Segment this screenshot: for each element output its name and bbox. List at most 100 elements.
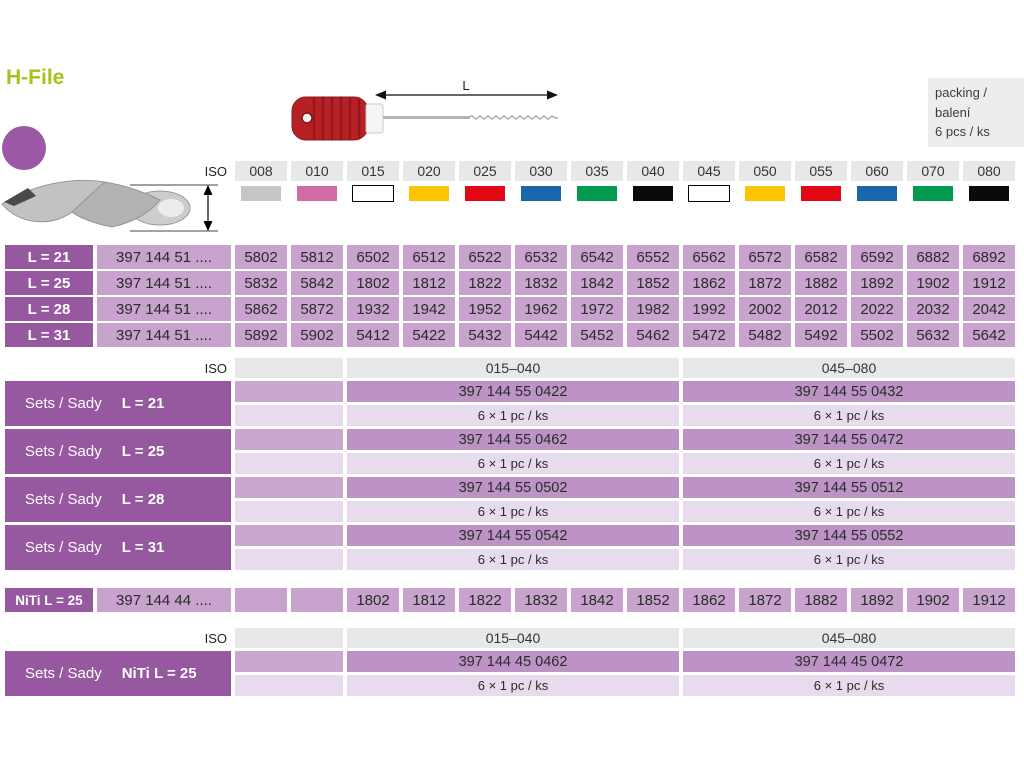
order-code: 5492 [795, 323, 847, 347]
set-filler [235, 651, 343, 672]
order-code: 1902 [907, 588, 959, 612]
iso-range-015-040: 015–040 [347, 628, 679, 648]
iso-size-header-row: ISO 008 010 015 020 025 030 035 040 045 … [5, 161, 1015, 181]
iso-size: 040 [627, 161, 679, 181]
set-length-label: L = 21 [121, 395, 165, 412]
order-code: 6502 [347, 245, 399, 269]
iso-size: 010 [291, 161, 343, 181]
sets-table: Sets / Sady L = 21 397 144 55 0422 397 1… [5, 381, 1015, 570]
size-color-swatch [352, 184, 394, 202]
set-filler [235, 477, 343, 498]
size-color-swatch [297, 185, 337, 201]
set-label: Sets / Sady [25, 539, 102, 556]
set-order-code: 397 144 55 0552 [683, 525, 1015, 546]
order-code: 5812 [291, 245, 343, 269]
iso-size: 025 [459, 161, 511, 181]
order-code: 1982 [627, 297, 679, 321]
set-packaging: 6 × 1 pc / ks [683, 453, 1015, 474]
size-color-swatch [409, 185, 449, 201]
iso-size: 035 [571, 161, 623, 181]
packing-quantity: 6 pcs / ks [935, 124, 990, 139]
set-length-label: L = 28 [121, 491, 165, 508]
set-packaging: 6 × 1 pc / ks [347, 675, 679, 696]
order-code: 1832 [515, 588, 567, 612]
set-packaging: 6 × 1 pc / ks [683, 405, 1015, 426]
order-code: 5502 [851, 323, 903, 347]
packing-info-box: packing / balení 6 pcs / ks [928, 78, 1024, 147]
size-color-swatch [241, 185, 281, 201]
length-label: L [462, 80, 469, 93]
set-length-label: L = 31 [121, 539, 165, 556]
set-filler [235, 405, 343, 426]
order-code: 2042 [963, 297, 1015, 321]
set-order-code: 397 144 45 0462 [347, 651, 679, 672]
arrowhead-left-icon [375, 90, 386, 100]
size-color-swatch [465, 185, 505, 201]
order-code: 6532 [515, 245, 567, 269]
order-code: 5892 [235, 323, 287, 347]
iso-size: 015 [347, 161, 399, 181]
order-code: 5832 [235, 271, 287, 295]
iso-size: 050 [739, 161, 791, 181]
order-code: 6882 [907, 245, 959, 269]
set-length-label: L = 25 [121, 443, 165, 460]
order-code: 6592 [851, 245, 903, 269]
file-tip-illustration [1, 179, 218, 232]
size-color-swatch [633, 185, 673, 201]
set-row-header-l21: Sets / Sady L = 21 [5, 381, 231, 426]
iso-range-045-080: 045–080 [683, 358, 1015, 378]
iso-size: 055 [795, 161, 847, 181]
handle-ribs [312, 97, 361, 140]
size-color-swatch [521, 185, 561, 201]
iso-label: ISO [204, 630, 227, 646]
diameter-arrowhead-up-icon [203, 185, 213, 195]
blade-edge-dark [4, 188, 36, 206]
order-code: 6572 [739, 245, 791, 269]
iso-size: 030 [515, 161, 567, 181]
page-title: H-File [6, 66, 65, 89]
order-code: 2002 [739, 297, 791, 321]
set-order-code: 397 144 55 0432 [683, 381, 1015, 402]
set-filler [235, 525, 343, 546]
iso-range-045-080: 045–080 [683, 628, 1015, 648]
set-filler [235, 429, 343, 450]
row-header-niti-l25: NiTi L = 25 [5, 588, 93, 612]
order-code [291, 588, 343, 612]
order-code: 1972 [571, 297, 623, 321]
order-code: 6552 [627, 245, 679, 269]
category-color-dot [2, 126, 46, 170]
size-color-swatch [577, 185, 617, 201]
main-order-table: L = 21 397 144 51 .... 5802 5812 6502 65… [5, 245, 1015, 347]
set-packaging: 6 × 1 pc / ks [347, 453, 679, 474]
order-code: 1882 [795, 271, 847, 295]
row-header-l31: L = 31 [5, 323, 93, 347]
order-code: 6542 [571, 245, 623, 269]
size-color-swatch [801, 185, 841, 201]
order-code: 5642 [963, 323, 1015, 347]
order-code: 1852 [627, 588, 679, 612]
order-prefix: 397 144 51 .... [97, 271, 231, 295]
order-code: 1822 [459, 588, 511, 612]
handle-collar [365, 103, 384, 134]
order-code: 1812 [403, 271, 455, 295]
order-code: 1822 [459, 271, 511, 295]
order-code: 1802 [347, 588, 399, 612]
order-code: 5472 [683, 323, 735, 347]
order-code: 1872 [739, 588, 791, 612]
order-code: 1892 [851, 588, 903, 612]
order-code: 1892 [851, 271, 903, 295]
order-code: 1842 [571, 588, 623, 612]
size-color-swatch [745, 185, 785, 201]
set-row-header-l25: Sets / Sady L = 25 [5, 429, 231, 474]
set-filler [235, 675, 343, 696]
iso-size: 045 [683, 161, 735, 181]
set-packaging: 6 × 1 pc / ks [683, 549, 1015, 570]
order-code: 6512 [403, 245, 455, 269]
set-packaging: 6 × 1 pc / ks [347, 405, 679, 426]
order-code: 1952 [459, 297, 511, 321]
order-code: 6892 [963, 245, 1015, 269]
row-header-l25: L = 25 [5, 271, 93, 295]
niti-sets-iso-header-row: ISO 015–040 045–080 [5, 628, 1015, 648]
order-code [235, 588, 287, 612]
size-color-swatch [688, 184, 730, 202]
